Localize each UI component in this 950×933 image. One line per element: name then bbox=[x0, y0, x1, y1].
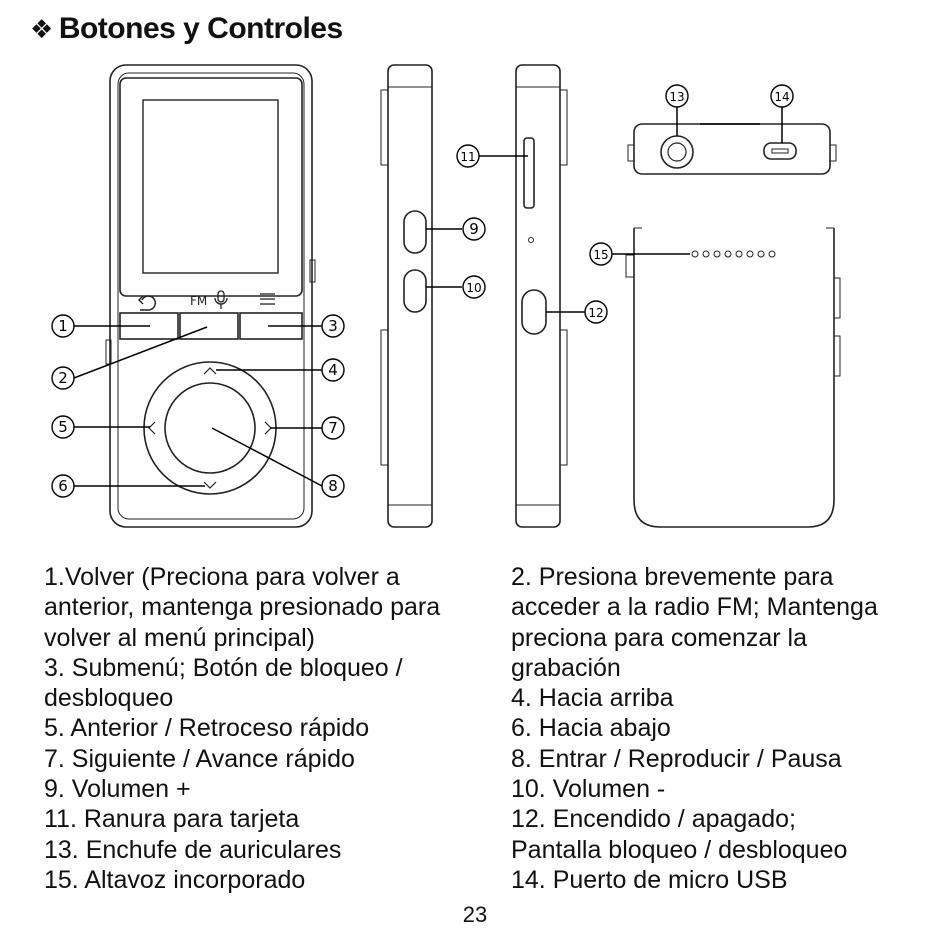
legend-line: 2. Presiona brevemente para bbox=[511, 563, 834, 591]
svg-text:13: 13 bbox=[669, 90, 684, 104]
svg-text:12: 12 bbox=[588, 306, 603, 320]
svg-text:5: 5 bbox=[58, 418, 68, 436]
diamond-bullet-icon: ❖ bbox=[30, 14, 53, 44]
svg-text:4: 4 bbox=[328, 361, 338, 379]
legend-line: 5. Anterior / Retroceso rápido bbox=[44, 714, 370, 743]
volume-down-button[interactable] bbox=[403, 269, 427, 313]
side-view-volume bbox=[380, 64, 433, 528]
microphone-icon bbox=[214, 290, 228, 309]
svg-text:1: 1 bbox=[58, 317, 68, 335]
callout-9: 9 bbox=[462, 217, 486, 241]
menu-list-icon bbox=[260, 293, 275, 305]
title-text: Botones y Controles bbox=[58, 12, 343, 45]
volume-up-button[interactable] bbox=[403, 210, 427, 254]
callout-14: 14 bbox=[770, 84, 794, 108]
device-diagram: FM bbox=[51, 64, 841, 528]
legend-line: desbloqueo bbox=[44, 684, 174, 713]
page-title: ❖Botones y Controles bbox=[30, 12, 343, 46]
callout-7: 7 bbox=[321, 416, 345, 440]
navigation-ring[interactable] bbox=[143, 361, 277, 495]
svg-text:15: 15 bbox=[593, 248, 608, 262]
back-arrow-icon bbox=[138, 295, 156, 311]
svg-text:11: 11 bbox=[460, 150, 475, 164]
page-number: 23 bbox=[462, 902, 488, 927]
legend-line: Pantalla bloqueo / desbloqueo bbox=[511, 835, 848, 864]
legend-line: 13. Enchufe de auriculares bbox=[44, 835, 342, 864]
legend-line: grabación bbox=[511, 653, 621, 682]
svg-text:2: 2 bbox=[58, 369, 68, 387]
callout-13: 13 bbox=[665, 84, 689, 108]
legend-line: anterior, mantenga presionado para bbox=[44, 593, 441, 622]
callout-8: 8 bbox=[321, 474, 345, 498]
legend-line: 8. Entrar / Reproducir / Pausa bbox=[511, 744, 842, 773]
svg-text:9: 9 bbox=[469, 220, 479, 238]
legend-line: 14. Puerto de micro USB bbox=[511, 865, 788, 894]
legend-line: 7. Siguiente / Avance rápido bbox=[44, 744, 355, 773]
legend-line: 15. Altavoz incorporado bbox=[44, 865, 306, 894]
legend-line: 11. Ranura para tarjeta bbox=[44, 805, 300, 834]
front-view: FM bbox=[105, 64, 316, 528]
callout-11: 11 bbox=[456, 144, 480, 168]
svg-text:14: 14 bbox=[774, 90, 789, 104]
enter-play-button[interactable] bbox=[164, 382, 256, 474]
side-view-power bbox=[515, 64, 568, 528]
svg-text:8: 8 bbox=[328, 477, 338, 495]
callout-4: 4 bbox=[321, 358, 345, 382]
legend-line: 3. Submenú; Botón de bloqueo / bbox=[44, 653, 403, 682]
legend-line: 4. Hacia arriba bbox=[511, 684, 674, 713]
svg-text:6: 6 bbox=[58, 477, 68, 495]
headphone-jack bbox=[660, 135, 694, 169]
legend-line: preciona para comenzar la bbox=[511, 623, 807, 652]
legend-line: acceder a la radio FM; Mantenga bbox=[511, 593, 878, 622]
callout-10: 10 bbox=[462, 275, 486, 299]
callout-12: 12 bbox=[584, 300, 608, 324]
micro-usb-port bbox=[763, 142, 797, 160]
legend-line: 1.Volver (Preciona para volver a bbox=[44, 563, 400, 591]
legend-line: 6. Hacia abajo bbox=[511, 714, 671, 743]
card-slot bbox=[523, 137, 535, 209]
power-button[interactable] bbox=[521, 289, 547, 335]
callout-3: 3 bbox=[321, 314, 345, 338]
legend-left-column: 1.Volver (Preciona para volver a anterio… bbox=[44, 562, 440, 895]
callout-1: 1 bbox=[51, 314, 75, 338]
legend-line: 10. Volumen - bbox=[511, 775, 666, 804]
svg-text:3: 3 bbox=[328, 317, 338, 335]
legend-line: 12. Encendido / apagado; bbox=[511, 805, 796, 834]
speaker-grille bbox=[691, 250, 776, 258]
legend-line: 9. Volumen + bbox=[44, 775, 191, 804]
svg-text:10: 10 bbox=[466, 281, 481, 295]
top-view bbox=[627, 123, 837, 175]
legend-line: volver al menú principal) bbox=[44, 623, 315, 652]
callout-15: 15 bbox=[589, 242, 613, 266]
svg-text:7: 7 bbox=[328, 419, 338, 437]
back-view bbox=[625, 227, 841, 528]
callout-6: 6 bbox=[51, 474, 75, 498]
fm-button[interactable] bbox=[179, 312, 239, 340]
legend-right-column: 2. Presiona brevemente para acceder a la… bbox=[511, 562, 878, 895]
callout-5: 5 bbox=[51, 415, 75, 439]
fm-label: FM bbox=[190, 294, 207, 308]
callout-2: 2 bbox=[51, 366, 75, 390]
